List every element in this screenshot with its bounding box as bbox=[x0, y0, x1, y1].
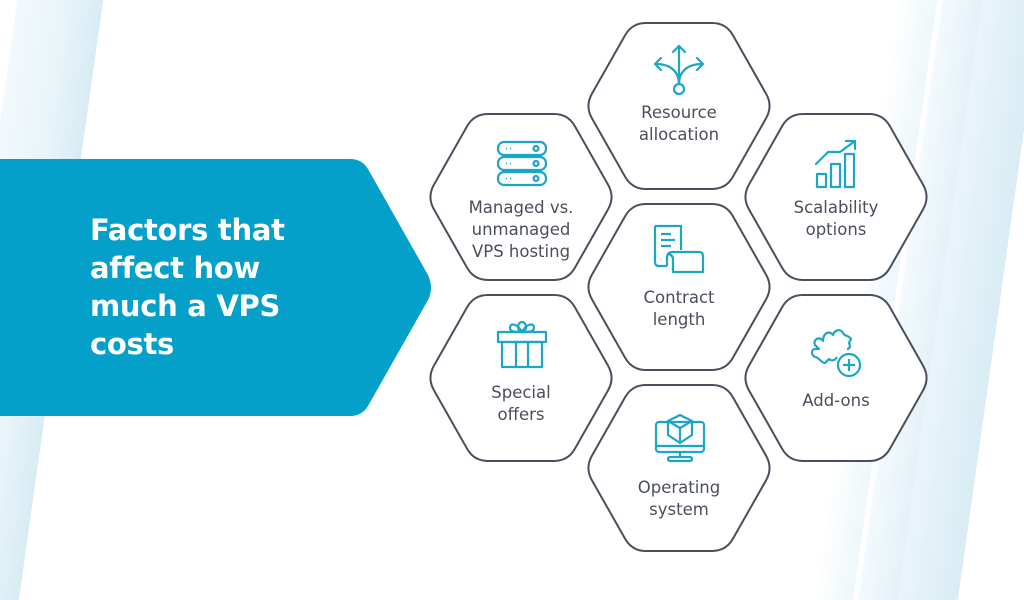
contract-document-icon bbox=[653, 224, 705, 276]
label-line: length bbox=[652, 310, 706, 329]
title-line: affect how bbox=[90, 251, 260, 285]
title-line: Factors that bbox=[90, 213, 285, 247]
label-line: Resource bbox=[641, 103, 717, 122]
label-line: Managed vs. bbox=[468, 198, 574, 217]
factor-label-scalability-options: Scalability options bbox=[751, 197, 921, 241]
page-title: Factors that affect how much a VPS costs bbox=[90, 211, 380, 363]
factor-label-resource-allocation: Resource allocation bbox=[594, 102, 764, 146]
factor-honeycomb bbox=[429, 22, 928, 552]
growth-chart-icon bbox=[814, 138, 860, 190]
title-line: much a VPS bbox=[90, 289, 281, 323]
title-line: costs bbox=[90, 327, 174, 361]
hexagon-scalability-options bbox=[744, 113, 928, 281]
hexagon-contract-length bbox=[587, 203, 771, 371]
label-line: Contract bbox=[643, 288, 715, 307]
label-line: offers bbox=[497, 405, 545, 424]
label-line: unmanaged bbox=[471, 220, 571, 239]
hexagon-operating-system bbox=[587, 384, 771, 552]
label-line: system bbox=[649, 500, 709, 519]
factor-label-contract-length: Contract length bbox=[594, 287, 764, 331]
label-line: Special bbox=[491, 383, 551, 402]
hexagon-managed-vs-unmanaged bbox=[429, 113, 613, 281]
label-line: Add-ons bbox=[802, 391, 870, 410]
label-line: options bbox=[805, 220, 867, 239]
banner-arrow-shape bbox=[0, 159, 431, 416]
hexagon-resource-allocation bbox=[587, 22, 771, 190]
gift-box-icon bbox=[496, 318, 548, 370]
hexagon-add-ons bbox=[744, 294, 928, 462]
puzzle-plus-icon bbox=[809, 327, 863, 379]
split-arrows-icon bbox=[651, 42, 707, 98]
label-line: allocation bbox=[638, 125, 720, 144]
label-line: Operating bbox=[637, 478, 721, 497]
factor-label-operating-system: Operating system bbox=[594, 477, 764, 521]
factor-label-add-ons: Add-ons bbox=[751, 390, 921, 412]
label-line: Scalability bbox=[793, 198, 879, 217]
title-banner bbox=[0, 159, 431, 416]
factor-label-special-offers: Special offers bbox=[436, 382, 606, 426]
label-line: VPS hosting bbox=[471, 242, 571, 261]
factor-label-managed-vs-unmanaged: Managed vs. unmanaged VPS hosting bbox=[436, 197, 606, 263]
monitor-cube-icon bbox=[654, 413, 706, 465]
server-stack-icon bbox=[496, 140, 548, 188]
hexagon-special-offers bbox=[429, 294, 613, 462]
